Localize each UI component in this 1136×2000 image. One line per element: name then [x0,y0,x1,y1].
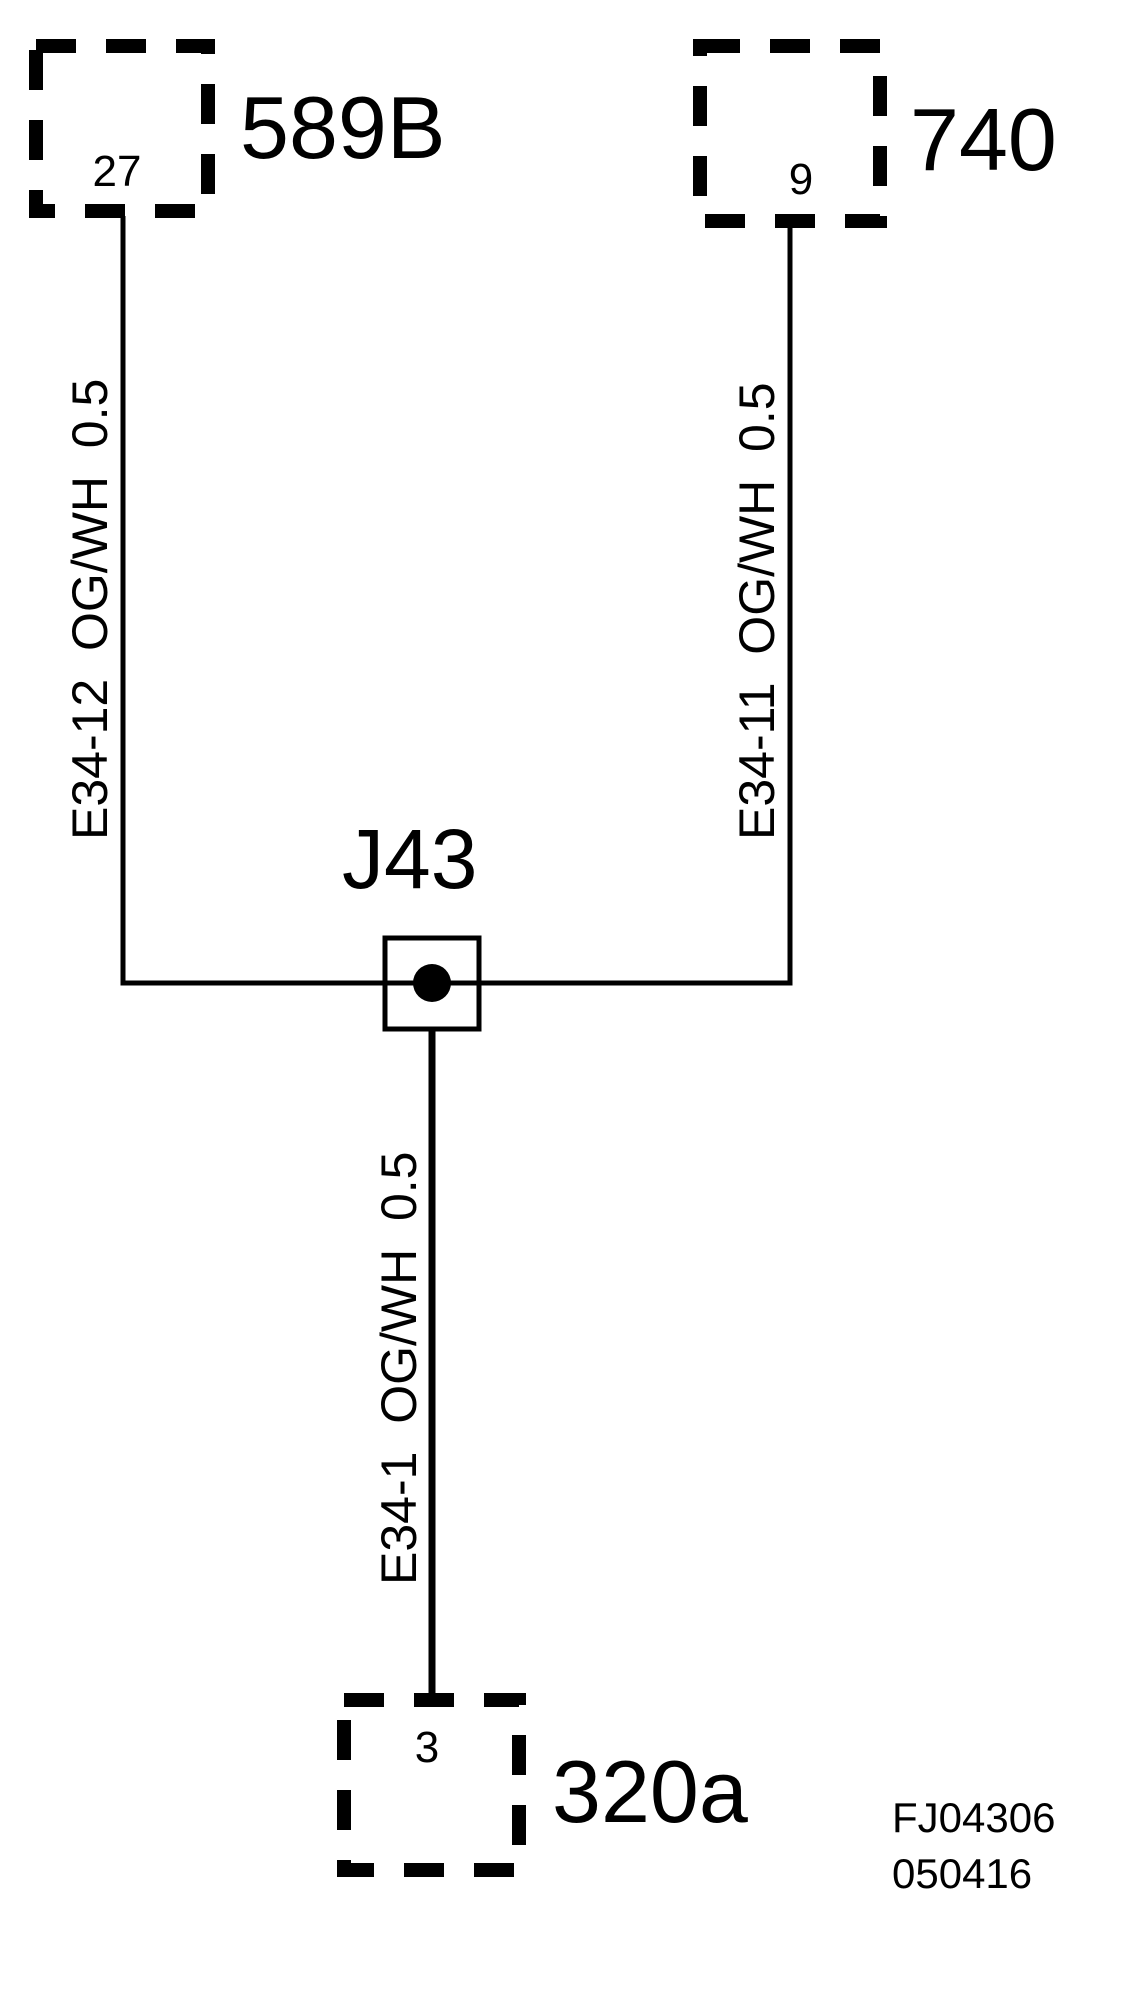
connector-589b-label: 589B [240,78,446,177]
connector-740-pin: 9 [789,155,813,204]
wire-e34-12 [120,216,430,986]
junction-j43-label: J43 [342,812,477,906]
junction-j43: J43 [342,812,482,1032]
connector-740: 9 740 [693,39,1057,228]
connector-320a-pin: 3 [415,1723,439,1772]
drawing-id-line2: 050416 [892,1850,1032,1897]
connector-320a-box [337,1693,526,1877]
connector-589b-pin: 27 [93,147,142,196]
connector-740-label: 740 [910,90,1057,189]
connector-320a: 3 320a [337,1693,748,1877]
connector-589b: 27 589B [29,39,446,218]
connector-320a-label: 320a [552,1742,748,1841]
connector-740-box [693,39,887,228]
wire-e34-11-label: E34-11 OG/WH 0.5 [729,382,785,840]
drawing-id-line1: FJ04306 [892,1794,1055,1841]
wire-e34-12-label: E34-12 OG/WH 0.5 [62,379,118,840]
connector-589b-box [29,39,215,218]
wire-e34-11 [430,226,793,986]
wire-e34-1-label: E34-1 OG/WH 0.5 [371,1152,427,1585]
